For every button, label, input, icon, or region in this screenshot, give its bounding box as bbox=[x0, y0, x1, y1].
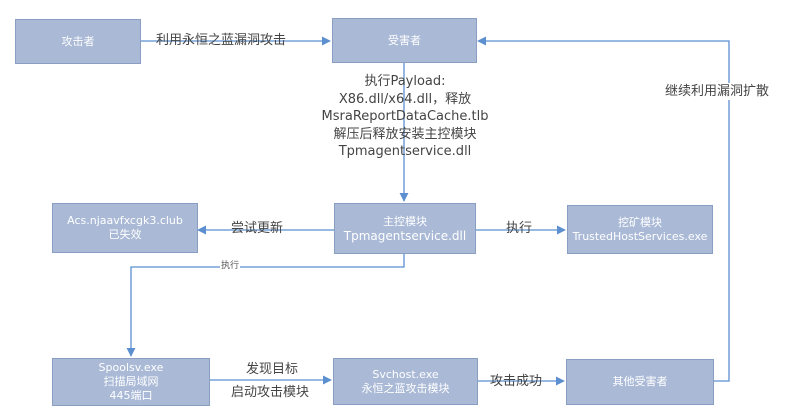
spoolsv-action: 扫描局域网 bbox=[103, 375, 159, 388]
discover-label-line2: 启动攻击模块 bbox=[231, 385, 310, 400]
victim-label: 受害者 bbox=[388, 33, 421, 47]
spread-label: 继续利用漏洞扩散 bbox=[663, 83, 772, 100]
payload-description: 执行Payload: X86.dll/x64.dll，释放 MsraReport… bbox=[300, 73, 510, 161]
attacker-box: 攻击者 bbox=[15, 19, 141, 64]
other-victims-box: 其他受害者 bbox=[566, 359, 714, 405]
main-control-file: Tpmagentservice.dll bbox=[343, 228, 467, 243]
attacker-label: 攻击者 bbox=[61, 34, 95, 48]
payload-line-1: 执行Payload: bbox=[364, 74, 446, 89]
execute-small-label: 执行 bbox=[220, 261, 241, 272]
victim-box: 受害者 bbox=[332, 18, 477, 63]
attack-success-label: 攻击成功 bbox=[490, 374, 543, 389]
miner-file: TrustedHostServices.exe bbox=[572, 229, 708, 243]
svchost-box: Svchost.exe 永恒之蓝攻击模块 bbox=[333, 358, 478, 405]
exploit-label: 利用永恒之蓝漏洞攻击 bbox=[156, 33, 287, 48]
execute-label: 执行 bbox=[506, 221, 533, 236]
main-control-title: 主控模块 bbox=[383, 214, 427, 228]
miner-title: 挖矿模块 bbox=[618, 215, 662, 229]
svchost-module: 永恒之蓝攻击模块 bbox=[361, 381, 450, 395]
svchost-file: Svchost.exe bbox=[372, 367, 439, 381]
payload-line-2: X86.dll/x64.dll，释放 bbox=[338, 91, 472, 107]
acs-status-text: 已失效 bbox=[108, 228, 142, 241]
spoolsv-box: Spoolsv.exe 扫描局域网 445端口 bbox=[52, 358, 210, 406]
spoolsv-file: Spoolsv.exe bbox=[98, 361, 164, 374]
other-victims-label: 其他受害者 bbox=[612, 375, 668, 388]
payload-line-3: MsraReportDataCache.tlb bbox=[321, 109, 489, 124]
arrow-main-to-spoolsv bbox=[126, 254, 405, 357]
main-control-box: 主控模块 Tpmagentservice.dll bbox=[334, 203, 476, 254]
acs-domain-box: Acs.njaavfxcgk3.club 已失效 bbox=[52, 203, 198, 253]
miner-box: 挖矿模块 TrustedHostServices.exe bbox=[567, 205, 713, 254]
payload-line-5: Tpmagentservice.dll bbox=[338, 144, 472, 159]
acs-domain-text: Acs.njaavfxcgk3.club bbox=[67, 214, 183, 227]
try-update-label: 尝试更新 bbox=[231, 221, 284, 236]
arrow-other-to-victim bbox=[477, 36, 730, 382]
spoolsv-port: 445端口 bbox=[109, 389, 153, 402]
payload-line-4: 解压后释放安装主控模块 bbox=[333, 126, 477, 142]
discover-label-line1: 发现目标 bbox=[246, 362, 299, 377]
